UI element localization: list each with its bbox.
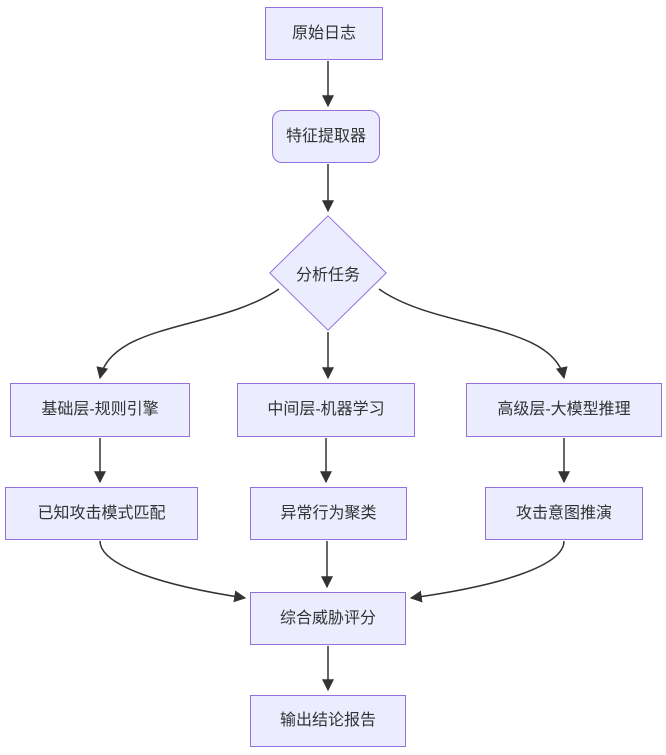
node-middle-ml: 中间层-机器学习: [237, 383, 415, 437]
node-anomaly-cluster-label: 异常行为聚类: [280, 504, 377, 522]
edge-analysis-task-to-basic-rules: [96, 288, 280, 380]
node-feature-extractor: 特征提取器: [272, 110, 380, 163]
node-feature-extractor-label: 特征提取器: [285, 127, 366, 145]
node-threat-score: 综合威胁评分: [250, 592, 406, 645]
node-middle-ml-label: 中间层-机器学习: [267, 401, 385, 419]
node-basic-rules-label: 基础层-规则引擎: [41, 401, 159, 419]
node-analysis-task-label: 分析任务: [295, 267, 360, 284]
node-output-report: 输出结论报告: [250, 695, 406, 747]
node-known-attack-label: 已知攻击模式匹配: [37, 504, 166, 522]
edge-analysis-task-to-advanced-llm: [378, 288, 568, 380]
edge-attack-intent-to-threat-score: [409, 540, 565, 603]
edge-known-attack-to-threat-score: [99, 540, 247, 603]
node-raw-logs: 原始日志: [265, 7, 383, 60]
node-attack-intent: 攻击意图推演: [485, 487, 643, 540]
node-anomaly-cluster: 异常行为聚类: [250, 487, 407, 540]
node-attack-intent-label: 攻击意图推演: [515, 504, 612, 522]
node-threat-score-label: 综合威胁评分: [279, 609, 376, 627]
node-advanced-llm: 高级层-大模型推理: [466, 383, 662, 437]
node-advanced-llm-label: 高级层-大模型推理: [497, 401, 631, 419]
node-basic-rules: 基础层-规则引擎: [10, 383, 190, 437]
diamond-shape: [269, 215, 387, 331]
node-analysis-task: 分析任务: [269, 215, 387, 331]
node-known-attack: 已知攻击模式匹配: [5, 487, 198, 540]
node-output-report-label: 输出结论报告: [279, 712, 376, 730]
node-raw-logs-label: 原始日志: [291, 24, 356, 42]
